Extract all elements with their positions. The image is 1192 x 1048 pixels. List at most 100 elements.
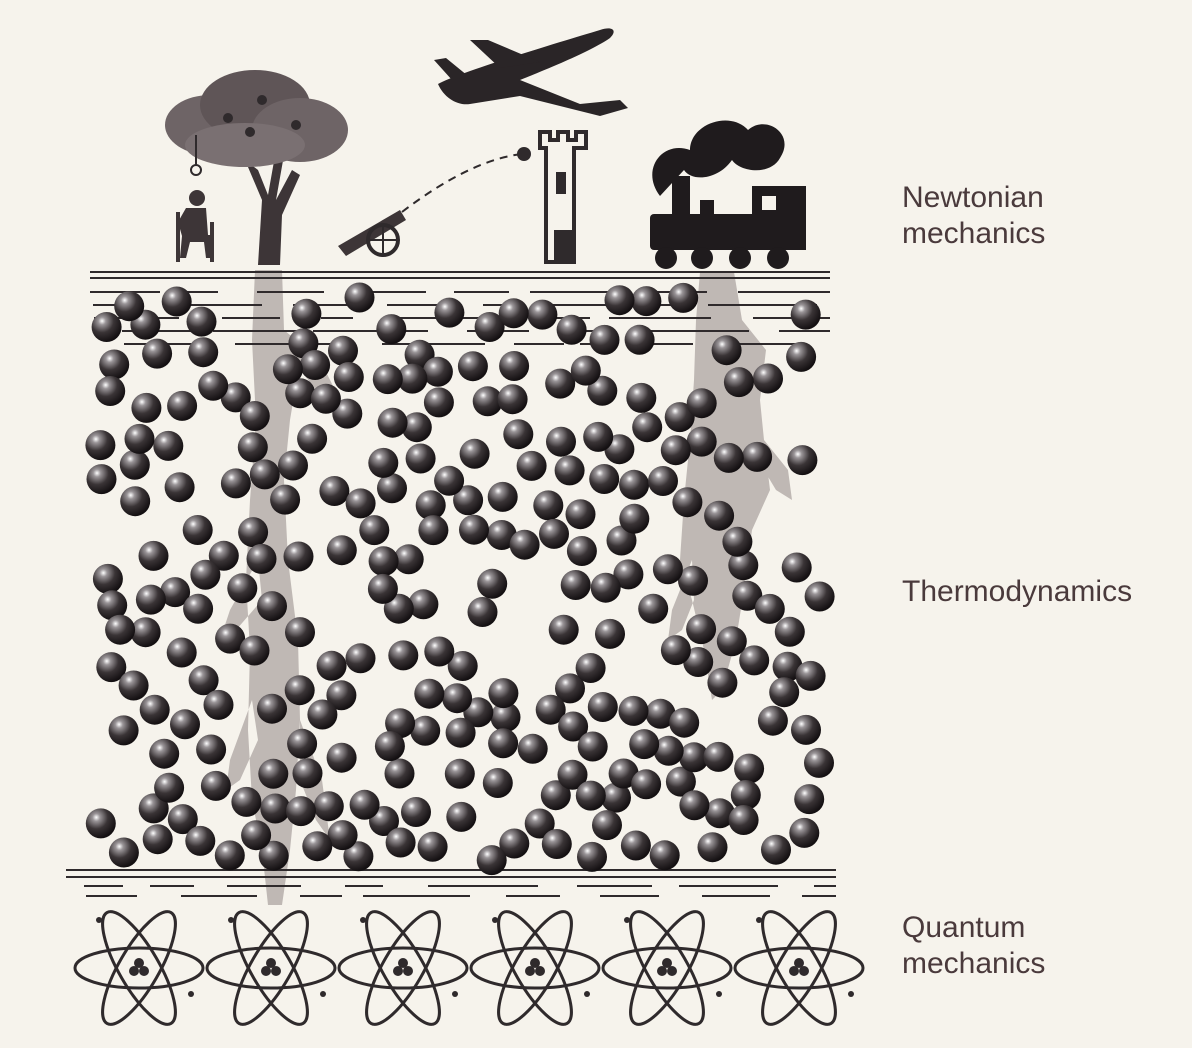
molecule-icon	[215, 840, 245, 870]
molecule-icon	[589, 464, 619, 494]
molecule-icon	[517, 451, 547, 481]
molecule-icon	[317, 651, 347, 681]
molecule-icon	[140, 695, 170, 725]
molecule-icon	[231, 787, 261, 817]
molecule-icon	[167, 638, 197, 668]
molecule-icon	[632, 412, 662, 442]
molecule-icon	[729, 805, 759, 835]
molecule-icon	[567, 536, 597, 566]
molecule-icon	[119, 671, 149, 701]
molecule-icon	[775, 617, 805, 647]
atom-icon	[339, 903, 467, 1034]
molecule-icon	[499, 351, 529, 381]
molecule-icon	[293, 758, 323, 788]
quantum-label-line1: Quantum	[902, 910, 1187, 946]
molecule-icon	[459, 515, 489, 545]
molecule-icon	[201, 771, 231, 801]
molecule-icon	[555, 455, 585, 485]
molecule-icon	[105, 615, 135, 645]
molecule-icon	[241, 820, 271, 850]
molecule-icon	[424, 637, 454, 667]
molecule-icon	[566, 499, 596, 529]
molecule-icon	[188, 337, 218, 367]
molecule-icon	[120, 486, 150, 516]
molecule-icon	[668, 283, 698, 313]
molecule-icon	[401, 797, 431, 827]
molecule-icon	[546, 427, 576, 457]
molecule-icon	[687, 388, 717, 418]
molecule-icon	[297, 424, 327, 454]
molecule-icon	[722, 527, 752, 557]
molecule-icon	[386, 828, 416, 858]
molecule-icon	[442, 683, 472, 713]
molecule-icon	[714, 443, 744, 473]
molecule-icon	[446, 718, 476, 748]
molecule-icon	[734, 754, 764, 784]
molecule-icon	[377, 473, 407, 503]
thermodynamics-label-text: Thermodynamics	[902, 574, 1187, 610]
molecule-icon	[499, 298, 529, 328]
molecule-icon	[285, 675, 315, 705]
molecule-icon	[99, 350, 129, 380]
molecule-icon	[346, 488, 376, 518]
molecule-icon	[576, 781, 606, 811]
molecule-icon	[742, 442, 772, 472]
molecule-icon	[185, 826, 215, 856]
molecule-icon	[577, 842, 607, 872]
newtonian-label-line1: Newtonian	[902, 180, 1187, 216]
newtonian-mechanics-label: Newtonian mechanics	[902, 180, 1187, 252]
molecule-icon	[311, 384, 341, 414]
molecule-icon	[557, 315, 587, 345]
molecule-icon	[488, 482, 518, 512]
molecule-icon	[221, 468, 251, 498]
molecule-icon	[650, 840, 680, 870]
molecule-icon	[136, 585, 166, 615]
molecule-icon	[406, 444, 436, 474]
molecule-icon	[712, 335, 742, 365]
molecule-icon	[804, 748, 834, 778]
molecule-icon	[92, 312, 122, 342]
molecule-icon	[638, 594, 668, 624]
molecule-icon	[477, 845, 507, 875]
molecule-icon	[707, 668, 737, 698]
molecule-icon	[109, 838, 139, 868]
molecule-icon	[576, 653, 606, 683]
molecule-icon	[782, 553, 812, 583]
molecule-icon	[605, 285, 635, 315]
molecule-icon	[571, 356, 601, 386]
molecule-icon	[590, 325, 620, 355]
molecule-icon	[542, 829, 572, 859]
molecule-icon	[302, 831, 332, 861]
molecule-icon	[198, 371, 228, 401]
molecule-icon	[287, 729, 317, 759]
molecule-icon	[498, 384, 528, 414]
molecule-icon	[769, 677, 799, 707]
molecule-icon	[139, 541, 169, 571]
molecule-icon	[260, 794, 290, 824]
molecule-icon	[291, 299, 321, 329]
molecule-icon	[204, 690, 234, 720]
molecule-icon	[488, 728, 518, 758]
atom-icon	[75, 903, 203, 1034]
molecule-icon	[149, 739, 179, 769]
molecule-icon	[109, 715, 139, 745]
molecule-icon	[85, 430, 115, 460]
molecule-icon	[131, 393, 161, 423]
molecule-icon	[687, 427, 717, 457]
molecule-icon	[510, 530, 540, 560]
molecule-icon	[631, 286, 661, 316]
molecule-icon	[755, 594, 785, 624]
molecule-icon	[669, 708, 699, 738]
molecule-icon	[368, 574, 398, 604]
molecule-icon	[549, 615, 579, 645]
molecule-icon	[679, 790, 709, 820]
molecule-icon	[758, 706, 788, 736]
quantum-mechanics-label: Quantum mechanics	[902, 910, 1187, 982]
molecule-icon	[583, 422, 613, 452]
steam-locomotive-icon	[650, 121, 806, 269]
molecule-icon	[626, 383, 656, 413]
molecule-icon	[286, 796, 316, 826]
molecule-icon	[648, 466, 678, 496]
molecule-icon	[619, 696, 649, 726]
